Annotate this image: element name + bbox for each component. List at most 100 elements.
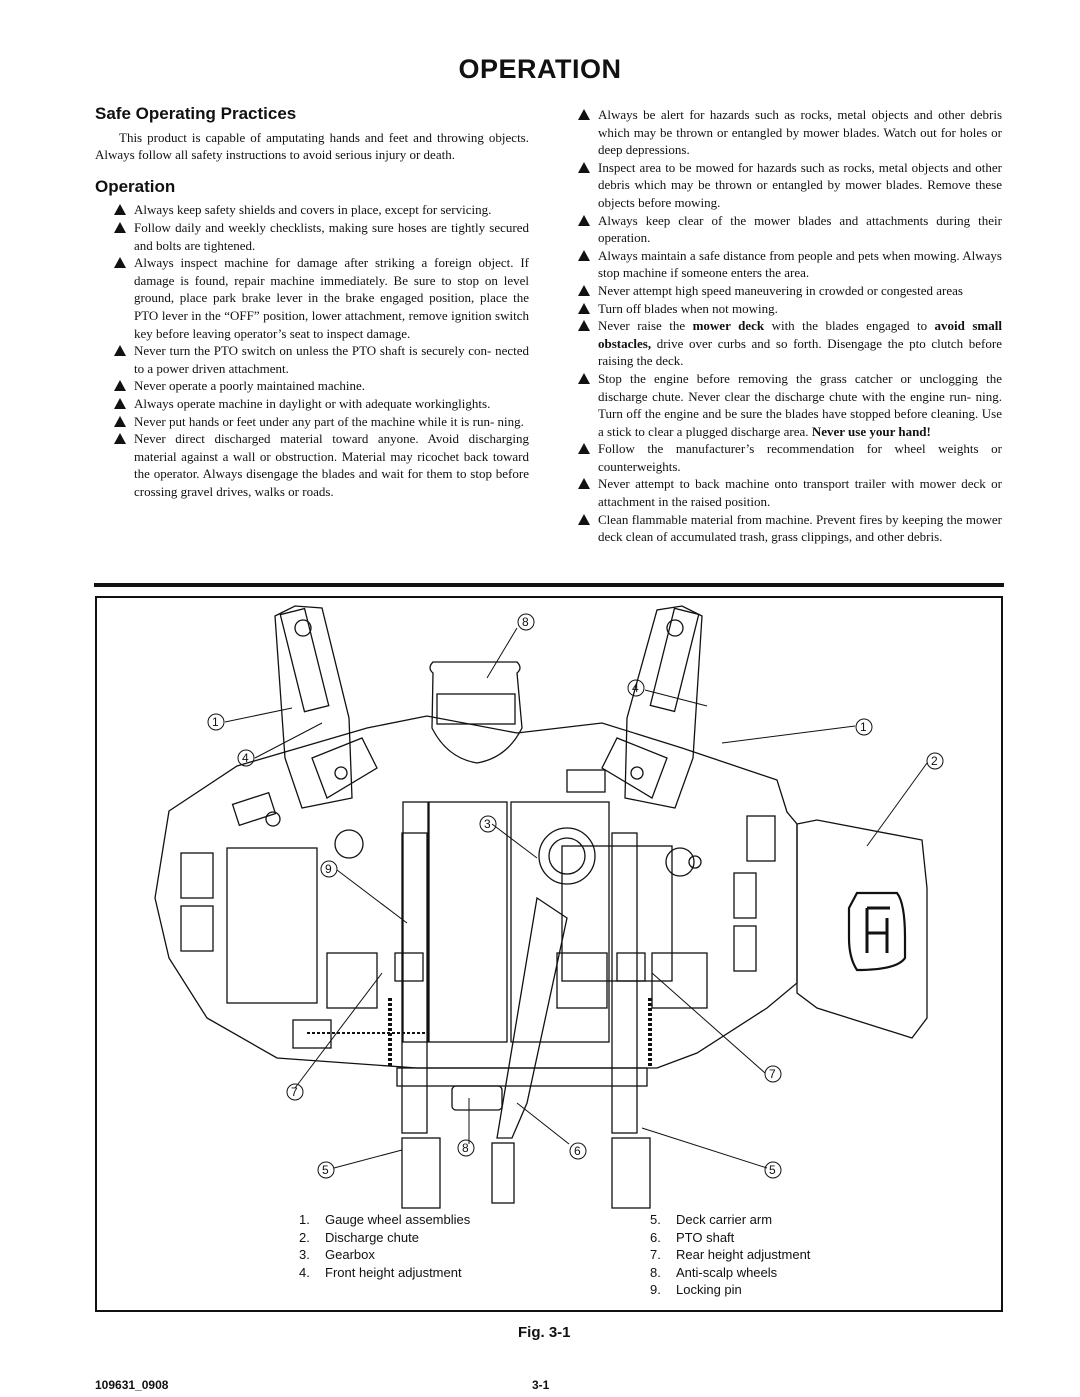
callout-1-left <box>207 713 225 731</box>
warning-triangle-icon <box>578 478 590 490</box>
legend-item: 6.PTO shaft <box>650 1229 735 1245</box>
warning-triangle-icon <box>114 257 126 269</box>
list-item: Always keep safety shields and covers in… <box>114 201 529 219</box>
legend-item: 5.Deck carrier arm <box>650 1212 773 1227</box>
list-item: Follow daily and weekly checklists, maki… <box>114 219 529 254</box>
list-item: Always inspect machine for damage after … <box>114 254 529 342</box>
list-item: Never turn the PTO switch on unless the … <box>114 342 529 377</box>
deck-outline <box>154 715 798 1069</box>
anti-scalp-wheel <box>451 1085 503 1111</box>
list-item: Stop the engine before removing the gras… <box>578 370 1002 440</box>
warning-triangle-icon <box>578 513 590 525</box>
list-item: Always keep clear of the mower blades an… <box>578 212 1002 247</box>
callout-1-right <box>855 718 873 736</box>
svg-text:6: 6 <box>574 1144 581 1158</box>
safe-practices-heading: Safe Operating Practices <box>95 104 297 123</box>
list-item: Follow the manufacturer’s recommendation… <box>578 440 1002 475</box>
legend-item: 1.Gauge wheel assemblies <box>299 1212 471 1227</box>
svg-text:4: 4 <box>632 681 639 695</box>
svg-text:9: 9 <box>325 862 332 876</box>
callout-6 <box>569 1142 587 1160</box>
operation-bullet-list-continued: Always be alert for hazards such as rock… <box>578 106 1002 546</box>
right-deck-carrier-arm <box>611 832 651 1209</box>
svg-text:8: 8 <box>462 1141 469 1155</box>
callout-9 <box>320 860 338 878</box>
operation-bullet-list: Always keep safety shields and covers in… <box>95 201 529 500</box>
left-blade-cover <box>226 847 318 1004</box>
svg-text:2: 2 <box>931 754 938 768</box>
callout-leaders <box>224 627 928 1169</box>
callout-5-right <box>764 1161 782 1179</box>
svg-text:7: 7 <box>291 1085 298 1099</box>
svg-text:5: 5 <box>322 1163 329 1177</box>
warning-triangle-icon <box>578 443 590 455</box>
list-item: Inspect area to be mowed for hazards suc… <box>578 159 1002 212</box>
mower-deck-diagram: 1 4 8 4 1 2 3 9 7 7 5 5 8 6 <box>154 605 944 1209</box>
list-item: Never raise the mower deck with the blad… <box>578 317 1002 370</box>
warning-triangle-icon <box>114 221 126 233</box>
list-item: Never attempt high speed maneuvering in … <box>578 282 1002 300</box>
operation-heading: Operation <box>95 176 176 196</box>
warning-triangle-icon <box>114 345 126 357</box>
callout-7-left <box>286 1083 304 1101</box>
legend-item: 9.Locking pin <box>650 1282 742 1298</box>
legend-item: 4.Front height adjustment <box>299 1264 462 1280</box>
list-item: Clean flammable material from machine. P… <box>578 511 1002 546</box>
svg-text:3: 3 <box>484 817 491 831</box>
rear-bumper <box>429 661 523 764</box>
logo-icon <box>847 891 907 972</box>
list-item: Turn off blades when not mowing. <box>578 300 1002 318</box>
warning-triangle-icon <box>114 415 126 427</box>
list-item: Never direct discharged material toward … <box>114 430 529 500</box>
warning-triangle-icon <box>578 249 590 261</box>
callout-2 <box>926 752 944 770</box>
list-item: Never operate a poorly maintained machin… <box>114 377 529 395</box>
figure-caption: Fig. 3-1 <box>518 1324 571 1341</box>
legend-right: 5.Deck carrier arm 6.PTO shaft 7.Rear he… <box>650 1211 810 1299</box>
warning-triangle-icon <box>578 214 590 226</box>
center-cover <box>428 801 508 1043</box>
warning-triangle-icon <box>578 320 590 332</box>
svg-text:4: 4 <box>242 751 249 765</box>
right-column: Always be alert for hazards such as rock… <box>578 106 1002 546</box>
left-column: Safe Operating Practices This product is… <box>95 105 529 500</box>
callouts: 1 4 8 4 1 2 3 9 7 7 5 5 8 6 <box>207 613 944 1179</box>
warning-triangle-icon <box>578 372 590 384</box>
legend-left: 1.Gauge wheel assemblies 2.Discharge chu… <box>299 1211 470 1281</box>
legend-item: 8.Anti-scalp wheels <box>650 1264 778 1280</box>
warning-triangle-icon <box>578 302 590 314</box>
warning-triangle-icon <box>114 380 126 392</box>
legend-item: 2.Discharge chute <box>299 1229 419 1245</box>
callout-3 <box>479 815 497 833</box>
warning-triangle-icon <box>114 204 126 216</box>
left-gauge-wheel-assembly <box>274 605 378 809</box>
list-item: Always be alert for hazards such as rock… <box>578 106 1002 159</box>
callout-7-right <box>764 1065 782 1083</box>
list-item: Always operate machine in daylight or wi… <box>114 395 529 413</box>
callout-8-bottom <box>457 1139 475 1157</box>
callout-8-top <box>517 613 535 631</box>
section-divider <box>94 583 1004 587</box>
svg-text:7: 7 <box>769 1067 776 1081</box>
page-number: 3-1 <box>532 1378 550 1392</box>
gearbox <box>538 827 596 885</box>
list-item: Never put hands or feet under any part o… <box>114 413 529 431</box>
warning-triangle-icon <box>578 161 590 173</box>
callout-4-left <box>237 749 255 767</box>
svg-text:5: 5 <box>769 1163 776 1177</box>
svg-text:1: 1 <box>860 720 867 734</box>
warning-triangle-icon <box>114 397 126 409</box>
figure-box: 1 4 8 4 1 2 3 9 7 7 5 5 8 6 1.Gauge whee… <box>95 596 1003 1312</box>
page-title: OPERATION <box>458 54 622 84</box>
legend-item: 3.Gearbox <box>299 1247 375 1263</box>
warning-triangle-icon <box>578 284 590 296</box>
left-deck-carrier-arm <box>394 832 441 1209</box>
svg-text:8: 8 <box>522 615 529 629</box>
list-item: Never attempt to back machine onto trans… <box>578 475 1002 510</box>
safe-practices-intro: This product is capable of amputating ha… <box>95 129 529 163</box>
callout-4-right <box>627 679 645 697</box>
legend-item: 7.Rear height adjustment <box>650 1247 811 1263</box>
warning-triangle-icon <box>578 109 590 120</box>
doc-number: 109631_0908 <box>95 1378 169 1392</box>
warning-triangle-icon <box>114 433 126 445</box>
